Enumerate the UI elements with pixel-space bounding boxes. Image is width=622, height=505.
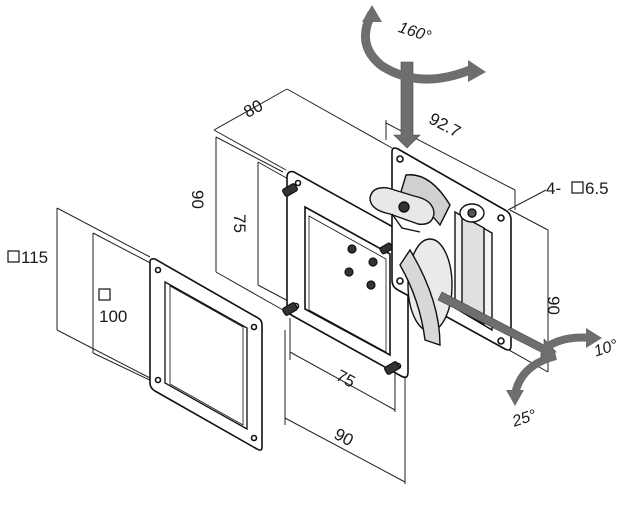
- label-92-7: 92.7: [426, 109, 464, 141]
- square-symbol-icon: [98, 288, 111, 301]
- square-symbol-icon: [571, 181, 584, 194]
- rotation-arrow-160: [361, 5, 486, 84]
- angle-25: 25°: [509, 407, 539, 431]
- rotation-arrow-10: [537, 328, 602, 356]
- label-100: 100: [99, 307, 127, 326]
- label-75-left: 75: [230, 214, 249, 233]
- hole-size-label: 6.5: [585, 179, 609, 198]
- angle-10: 10°: [592, 337, 621, 361]
- label-90-left: 90: [188, 190, 207, 209]
- bolts: [282, 183, 400, 375]
- label-80: 80: [240, 96, 266, 122]
- label-100-group: 100: [98, 288, 127, 326]
- rotation-arrow-25: [506, 352, 558, 406]
- hole-spec-label: 4-: [546, 179, 561, 198]
- label-90-bottom: 90: [331, 424, 357, 450]
- angle-160: 160°: [396, 19, 433, 46]
- label-115: 115: [21, 248, 48, 267]
- adapter-plate: [149, 258, 263, 451]
- locking-knob: [369, 187, 435, 233]
- square-symbol-icon: [7, 250, 20, 263]
- label-115-group: 115: [7, 248, 48, 267]
- label-90-right: 90: [544, 296, 563, 315]
- hole-spec-group: 4- 6.5: [546, 179, 609, 198]
